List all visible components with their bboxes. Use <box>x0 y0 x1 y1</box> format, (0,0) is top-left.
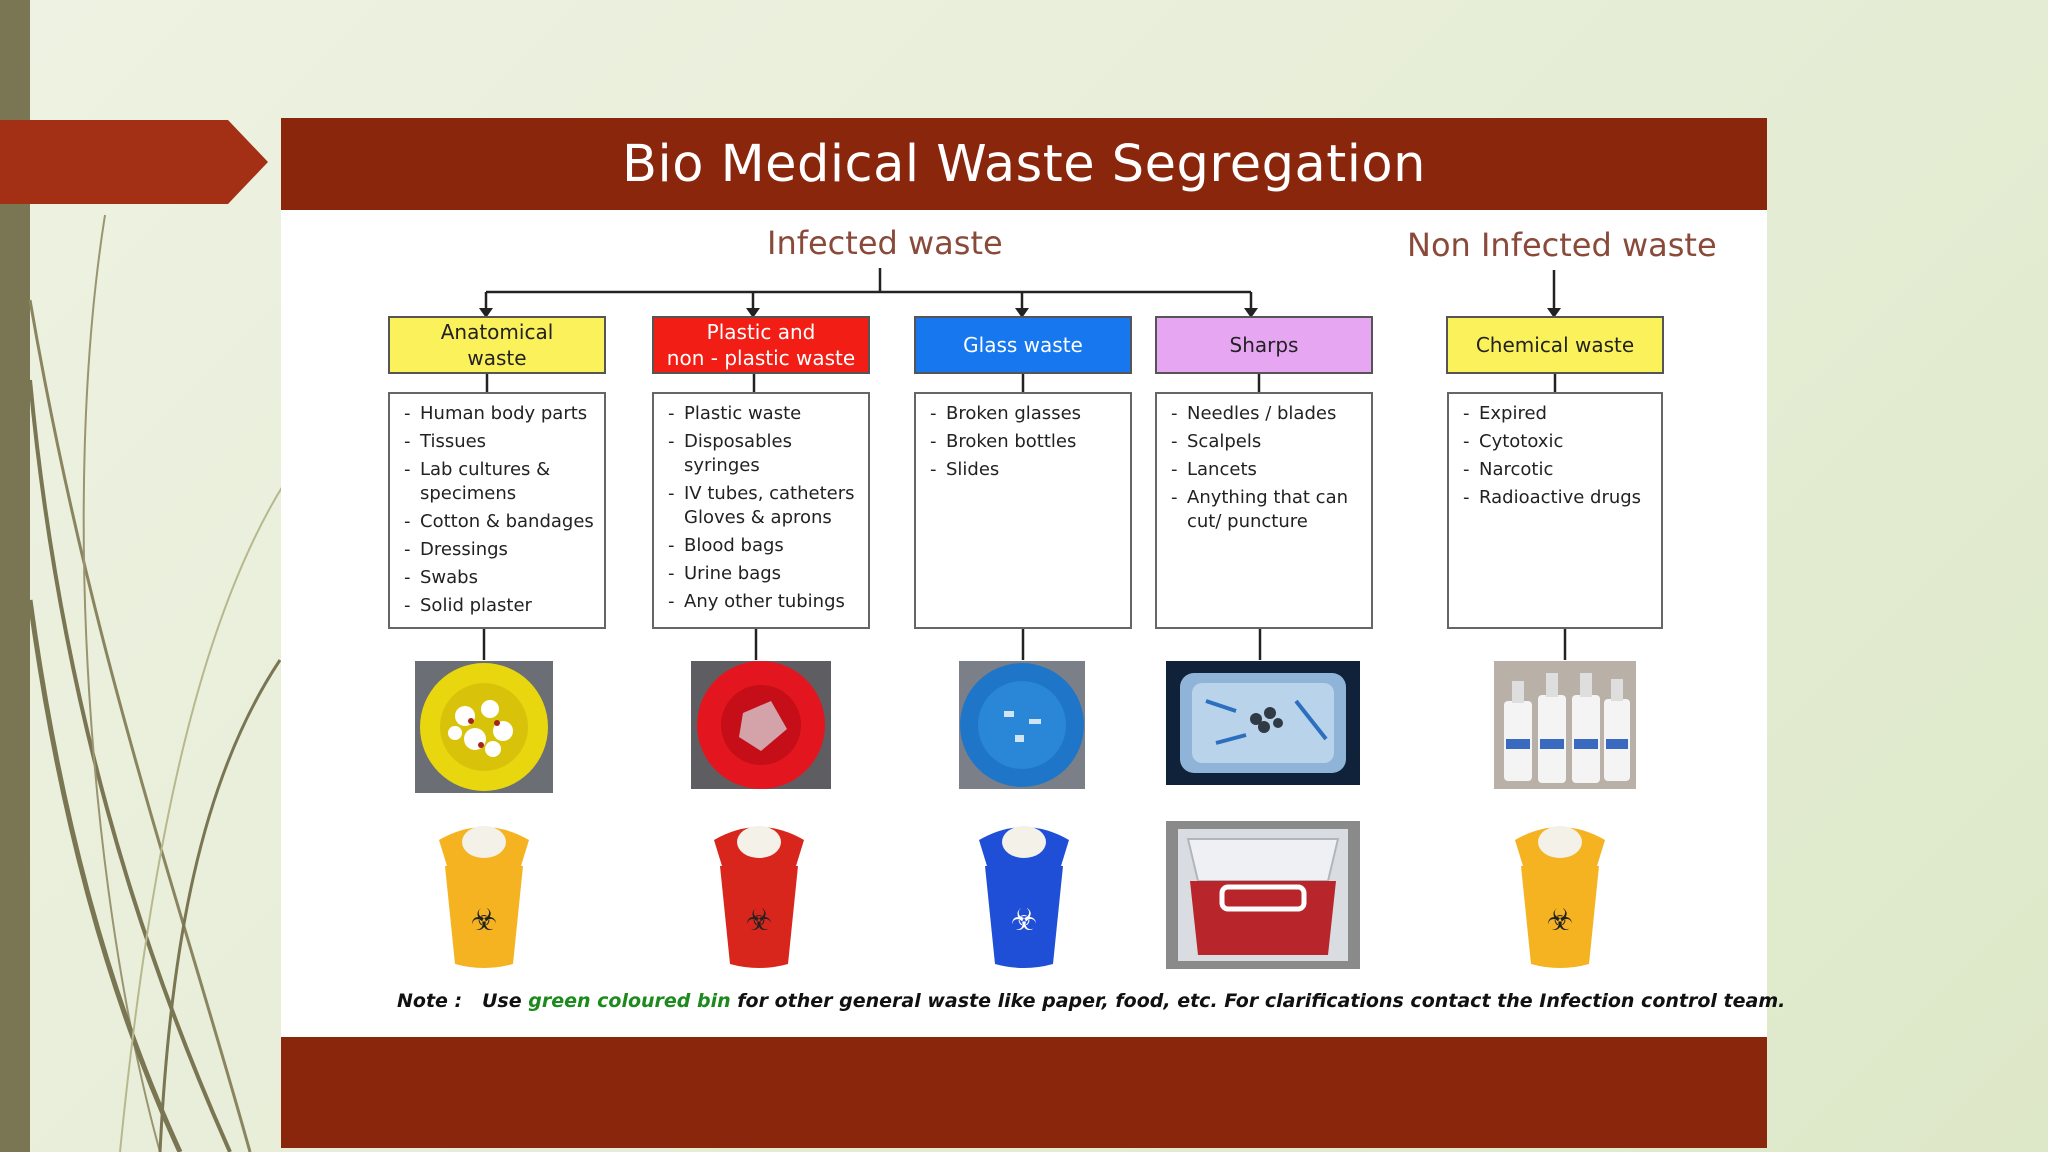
category-label: Plastic and <box>706 320 816 344</box>
list-anatomical: Human body parts Tissues Lab cultures & … <box>388 392 606 629</box>
list-sharps: Needles / blades Scalpels Lancets Anythi… <box>1155 392 1373 629</box>
list-item: Lab cultures & specimens <box>400 458 596 506</box>
list-glass: Broken glasses Broken bottles Slides <box>914 392 1132 629</box>
red-arrow-tab <box>0 120 268 204</box>
list-item: Human body parts <box>400 402 596 426</box>
yellow-bin-icon: ☣ <box>1515 826 1605 968</box>
list-item: Narcotic <box>1459 458 1653 482</box>
decorative-swooshes <box>27 214 300 1152</box>
svg-text:☣: ☣ <box>1011 903 1038 938</box>
footer-note: Note : Use green coloured bin for other … <box>397 990 1785 1012</box>
infected-waste-heading: Infected waste <box>767 224 1003 262</box>
title-bar: Bio Medical Waste Segregation <box>281 118 1767 210</box>
list-item: IV tubes, catheters Gloves & aprons <box>664 482 860 530</box>
blue-bin-icon: ☣ <box>979 826 1069 968</box>
connector-lines <box>479 268 1567 660</box>
plastic-waste-photo <box>691 661 831 789</box>
category-sharps: Sharps <box>1155 316 1373 374</box>
chemical-waste-photo <box>1494 661 1636 789</box>
svg-text:☣: ☣ <box>471 903 498 938</box>
list-item: Any other tubings <box>664 590 860 614</box>
list-item: Scalpels <box>1167 430 1363 454</box>
category-label: Sharps <box>1229 333 1299 357</box>
category-chemical: Chemical waste <box>1446 316 1664 374</box>
note-prefix: Note : <box>397 990 463 1012</box>
sharps-container-icon <box>1166 821 1360 969</box>
anatomical-waste-photo <box>415 661 553 793</box>
list-item: Radioactive drugs <box>1459 486 1653 510</box>
list-item: Slides <box>926 458 1122 482</box>
red-bin-icon: ☣ <box>714 826 804 968</box>
list-item: Blood bags <box>664 534 860 558</box>
note-text: Use <box>482 990 522 1012</box>
list-item: Solid plaster <box>400 594 596 618</box>
footer-bar <box>281 1037 1767 1148</box>
category-label: Chemical waste <box>1475 333 1635 357</box>
list-item: Plastic waste <box>664 402 860 426</box>
yellow-bin-icon: ☣ <box>439 826 529 968</box>
page-title: Bio Medical Waste Segregation <box>622 134 1426 194</box>
category-glass: Glass waste <box>914 316 1132 374</box>
list-item: Dressings <box>400 538 596 562</box>
svg-text:☣: ☣ <box>746 903 773 938</box>
category-label: Glass waste <box>963 333 1083 357</box>
list-item: Cotton & bandages <box>400 510 596 534</box>
slide-content: Bio Medical Waste Segregation <box>281 118 1785 1148</box>
non-infected-waste-heading: Non Infected waste <box>1407 226 1717 264</box>
list-item: Broken glasses <box>926 402 1122 426</box>
list-item: Swabs <box>400 566 596 590</box>
list-item: Lancets <box>1167 458 1363 482</box>
list-item: Expired <box>1459 402 1653 426</box>
glass-waste-photo <box>959 661 1085 789</box>
list-item: Broken bottles <box>926 430 1122 454</box>
svg-text:☣: ☣ <box>1547 903 1574 938</box>
list-item: Cytotoxic <box>1459 430 1653 454</box>
category-label: non - plastic waste <box>666 346 856 370</box>
list-item: Urine bags <box>664 562 860 586</box>
list-item: Anything that can cut/ puncture <box>1167 486 1363 534</box>
list-chemical: Expired Cytotoxic Narcotic Radioactive d… <box>1447 392 1663 629</box>
list-item: Disposables syringes <box>664 430 860 478</box>
list-plastic: Plastic waste Disposables syringes IV tu… <box>652 392 870 629</box>
sharps-waste-photo <box>1166 661 1360 785</box>
note-highlight: green coloured bin <box>528 990 731 1012</box>
category-label: waste <box>467 346 527 370</box>
list-item: Tissues <box>400 430 596 454</box>
list-item: Needles / blades <box>1167 402 1363 426</box>
note-text: for other general waste like paper, food… <box>737 990 1786 1012</box>
category-label: Anatomical <box>440 320 554 344</box>
